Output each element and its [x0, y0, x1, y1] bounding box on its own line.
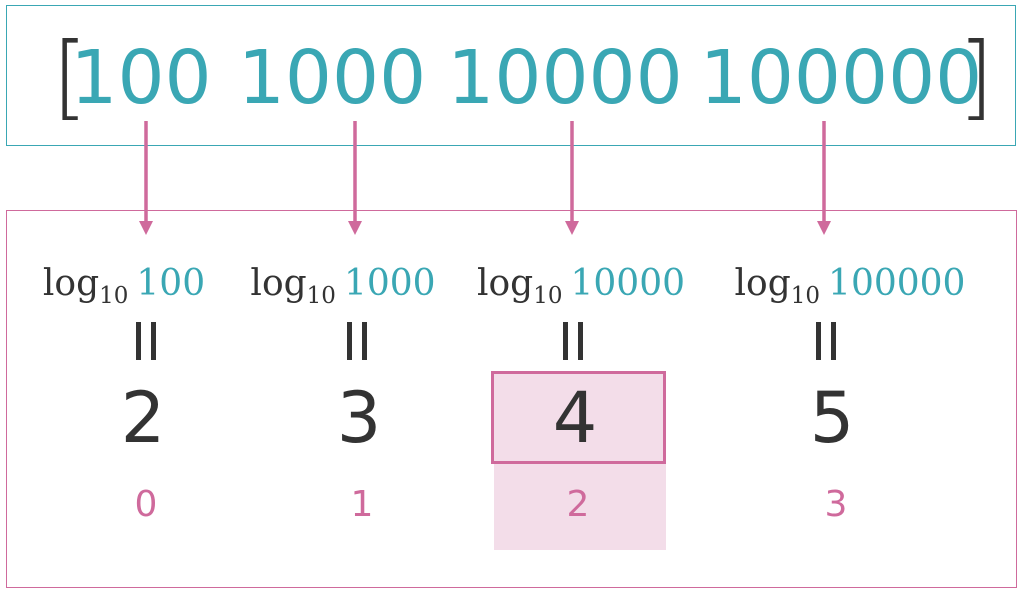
result-0: 2: [120, 377, 166, 459]
index-1: 1: [350, 484, 374, 525]
equals-sign-1: [344, 322, 370, 360]
result-3: 5: [809, 377, 855, 459]
equals-sign-3: [813, 322, 839, 360]
result-2: 4: [552, 377, 598, 459]
log-base: 10: [99, 283, 129, 309]
log-argument: 1000: [343, 263, 436, 304]
highlighted-index-shade: [494, 464, 666, 550]
log-results-frame: [6, 210, 1017, 588]
log-word: log: [42, 263, 100, 304]
index-2: 2: [566, 484, 590, 525]
log-word: log: [476, 263, 534, 304]
log-argument: 10000: [570, 263, 686, 304]
array-value-1: 1000: [237, 35, 427, 121]
log-base: 10: [533, 283, 563, 309]
highlighted-result-box: [491, 371, 666, 464]
log-expression-2: log10 10000: [477, 262, 685, 310]
array-value-2: 10000: [447, 35, 683, 121]
input-array-frame: [6, 5, 1016, 146]
log-expression-3: log10 100000: [735, 262, 966, 310]
log-argument: 100000: [828, 263, 966, 304]
array-value-0: 100: [70, 35, 212, 121]
log-word: log: [734, 263, 791, 304]
close-bracket: ]: [958, 23, 994, 130]
log-word: log: [250, 263, 307, 304]
equals-sign-0: [133, 322, 159, 360]
log-expression-1: log10 1000: [250, 262, 435, 310]
log-base: 10: [306, 283, 336, 309]
result-1: 3: [336, 377, 382, 459]
index-3: 3: [824, 484, 848, 525]
log-expression-0: log10 100: [43, 262, 205, 310]
open-bracket: [: [52, 23, 88, 130]
equals-sign-2: [560, 322, 586, 360]
index-0: 0: [134, 484, 158, 525]
array-value-3: 100000: [699, 35, 983, 121]
log-argument: 100: [136, 263, 206, 304]
log-base: 10: [790, 283, 821, 309]
